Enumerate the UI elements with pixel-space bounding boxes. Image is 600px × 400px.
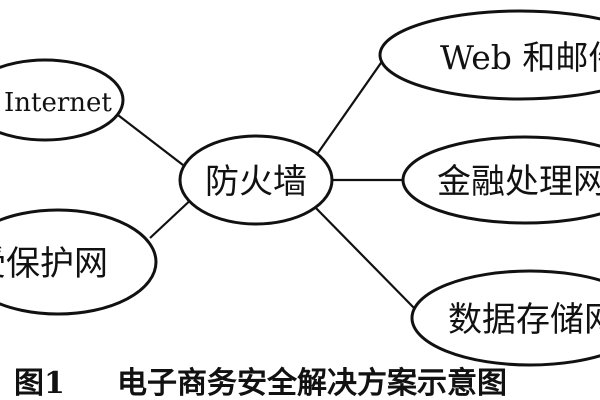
- node-data-storage: 数据存储网: [410, 269, 600, 367]
- node-firewall-label: 防火墙: [205, 162, 307, 202]
- node-protected-network-label: 受保护网: [0, 244, 108, 284]
- edge-firewall-data-storage: [309, 201, 417, 311]
- node-internet-label: Internet: [4, 88, 112, 118]
- caption-number: 图1: [14, 366, 65, 400]
- node-finance-label: 金融处理网: [437, 162, 600, 202]
- figure-caption: 图1 电子商务安全解决方案示意图: [14, 366, 507, 400]
- edge-firewall-web-mail: [312, 59, 384, 161]
- node-data-storage-label: 数据存储网: [448, 300, 600, 340]
- caption-title: 电子商务安全解决方案示意图: [117, 366, 507, 400]
- edges: [113, 59, 417, 311]
- edge-internet-firewall: [113, 111, 184, 166]
- node-internet: Internet: [0, 58, 125, 142]
- node-web-mail: Web 和邮件: [378, 9, 600, 101]
- node-protected-network: 受保护网: [0, 208, 158, 316]
- node-finance: 金融处理网: [401, 135, 600, 225]
- node-firewall: 防火墙: [178, 134, 334, 226]
- node-web-mail-label: Web 和邮件: [440, 38, 600, 77]
